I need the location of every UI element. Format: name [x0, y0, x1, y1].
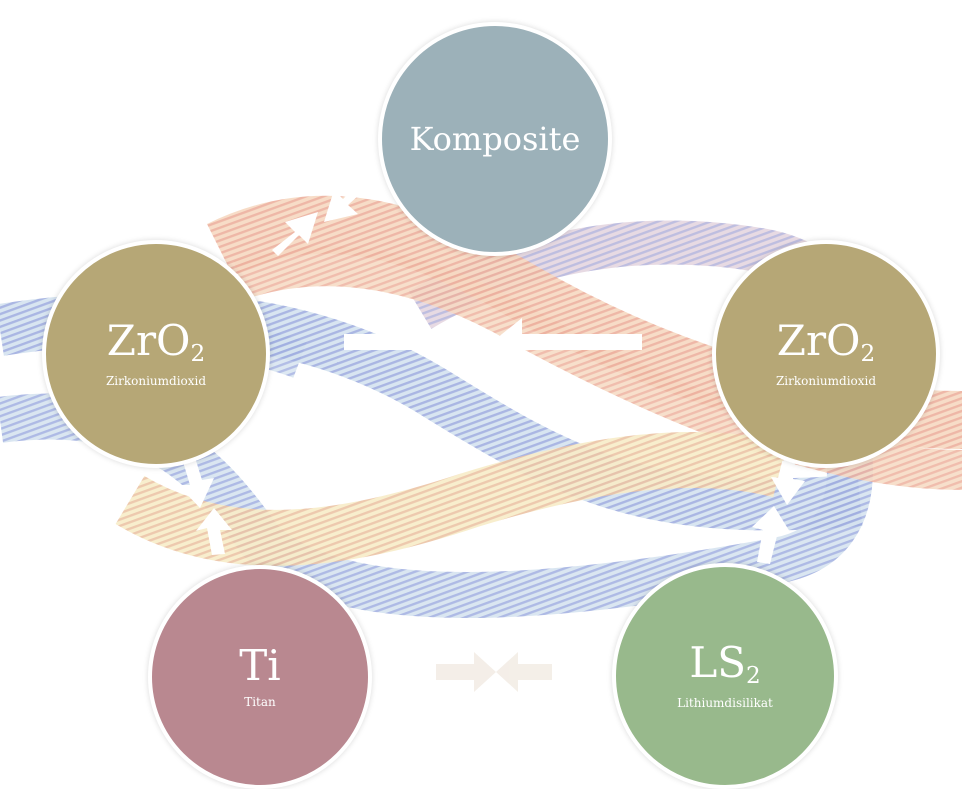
node-komposite: Komposite: [378, 22, 612, 256]
arrow-right-icon: [436, 652, 496, 692]
node-name: Lithiumdisilikat: [677, 695, 773, 710]
node-label: Komposite: [409, 120, 581, 158]
arrow-right-icon: [344, 318, 490, 366]
node-symbol: ZrO2: [106, 316, 206, 367]
node-zirkoniumdioxid-left: ZrO2 Zirkoniumdioxid: [42, 240, 270, 468]
arrow-pair-zro2-zro2: [344, 318, 642, 366]
arrow-pair-ti-ls2: [436, 652, 552, 692]
node-titan: Ti Titan: [148, 565, 372, 789]
node-symbol: ZrO2: [776, 316, 876, 367]
node-symbol: LS2: [689, 638, 761, 689]
node-name: Titan: [244, 695, 276, 709]
arrow-up-right-icon: [272, 212, 318, 256]
arrow-pair-zro2-komposite: [272, 178, 370, 256]
arrow-pair-zro2-ti: [178, 451, 232, 555]
node-symbol: Ti: [239, 641, 281, 690]
arrow-pair-zro2-ls2: [752, 450, 805, 564]
node-name: Zirkoniumdioxid: [105, 373, 207, 388]
arrow-down-icon: [178, 451, 214, 508]
node-zirkoniumdioxid-right: ZrO2 Zirkoniumdioxid: [712, 240, 940, 468]
rope-strand-cream-1: [115, 432, 787, 566]
arrow-down-icon: [771, 450, 805, 505]
arrow-left-icon: [496, 652, 552, 692]
arrow-up-icon: [752, 506, 790, 564]
arrow-down-left-icon: [324, 178, 370, 222]
arrow-left-icon: [492, 318, 642, 366]
arrow-up-icon: [196, 508, 232, 555]
node-name: Zirkoniumdioxid: [775, 373, 877, 388]
node-lithiumdisilikat: LS2 Lithiumdisilikat: [612, 563, 838, 789]
